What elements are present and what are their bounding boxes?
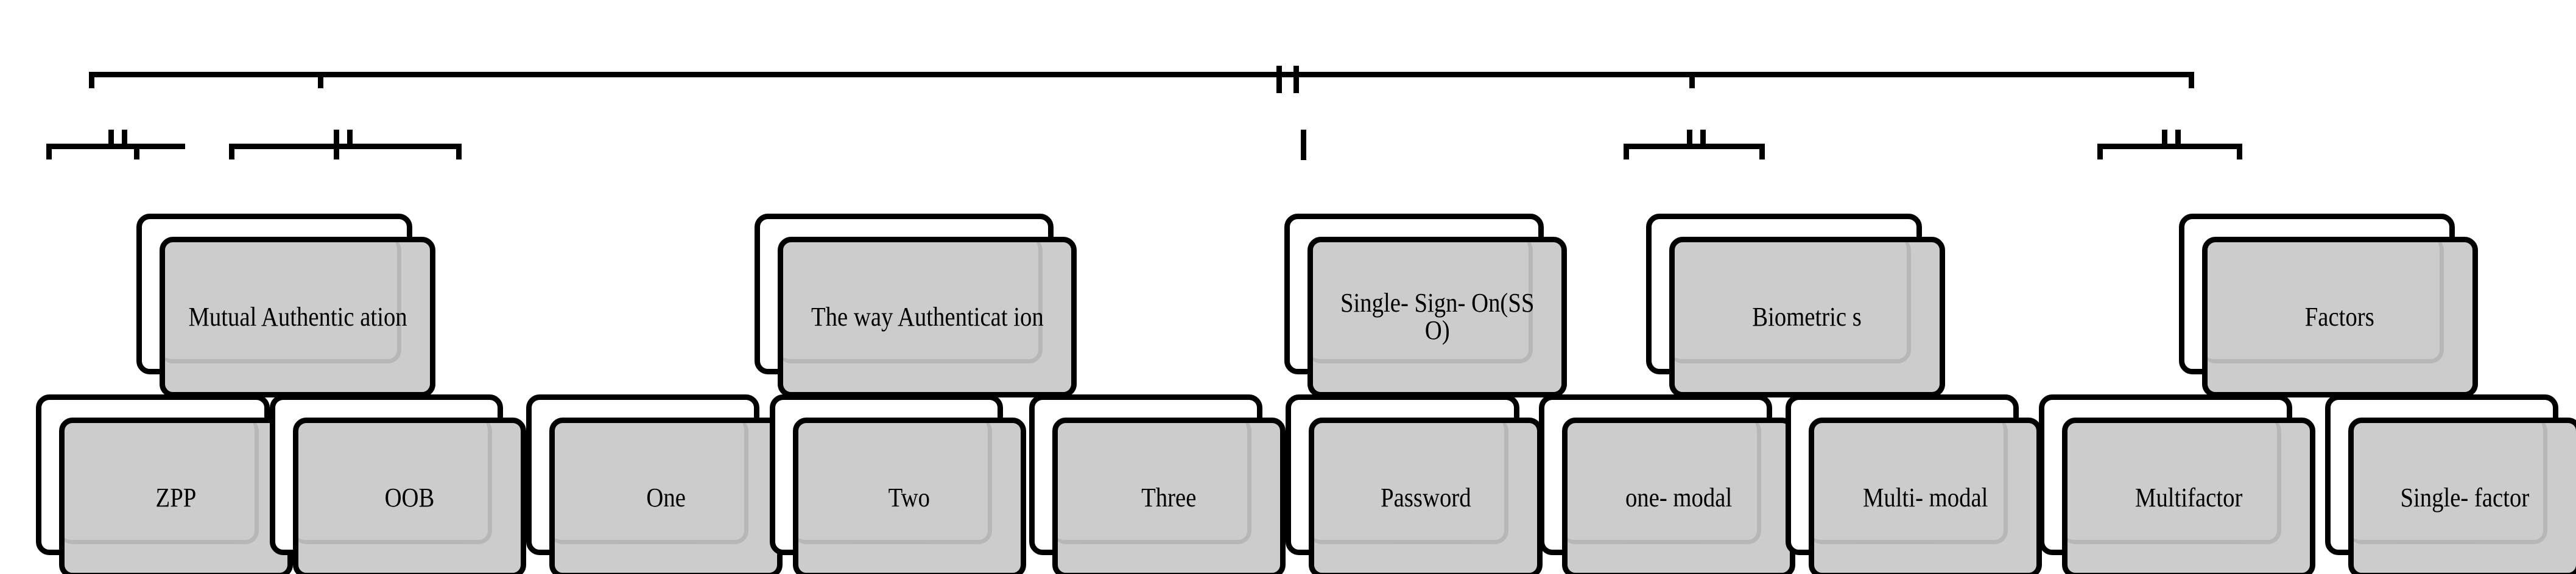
node-label: Factors: [2305, 301, 2375, 332]
node-front-card: OOB: [292, 418, 526, 574]
node-front-card: ZPP: [59, 418, 293, 574]
node-front-card: Multi- modal: [1809, 418, 2043, 574]
node-label: The way Authenticat ion: [811, 301, 1044, 332]
edge-mutual-to-zpp: [46, 144, 52, 159]
edge-theway-to-one: [229, 144, 234, 159]
node-factors[interactable]: Factors: [2178, 214, 2478, 398]
node-single-factor[interactable]: Single- factor: [2324, 394, 2576, 574]
node-front-card: Single- factor: [2348, 418, 2576, 574]
node-front-card: one- modal: [1562, 418, 1796, 574]
node-front-card: Multifactor: [2062, 418, 2315, 574]
node-label: Multifactor: [2134, 482, 2242, 513]
node-front-card: Single- Sign- On(SSO): [1307, 237, 1568, 398]
edge-factors-to-singlefactor: [2237, 144, 2242, 159]
node-front-card: The way Authenticat ion: [778, 237, 1077, 398]
node-label: Single- Sign- On(SSO): [1340, 288, 1535, 346]
node-label: Single- factor: [2400, 482, 2530, 513]
edge-bio-riser-b: [1700, 130, 1706, 147]
node-password[interactable]: Password: [1286, 394, 1543, 574]
node-front-card: Mutual Authentic ation: [160, 237, 436, 398]
node-front-card: Three: [1052, 418, 1286, 574]
edge-bio-to-multimodal: [1759, 144, 1765, 159]
node-label: one- modal: [1625, 482, 1733, 513]
edge-mutual-riser-a: [108, 130, 114, 147]
edge-theway-bus: [229, 144, 462, 149]
node-front-card: Factors: [2201, 237, 2478, 398]
node-label: Two: [889, 482, 931, 513]
node-front-card: One: [549, 418, 783, 574]
node-label: OOB: [384, 482, 435, 513]
edge-bio-bus: [1624, 144, 1765, 149]
node-oob[interactable]: OOB: [269, 394, 526, 574]
edge-mutual-bus: [46, 144, 185, 149]
node-mutual-authentic-ation[interactable]: Mutual Authentic ation: [136, 214, 436, 398]
edge-theway-riser-a: [334, 130, 339, 147]
node-front-card: Biometric s: [1669, 237, 1946, 398]
edge-drop-mutual: [89, 72, 94, 88]
node-label: Password: [1380, 482, 1471, 513]
edge-factors-riser-a: [2162, 130, 2167, 147]
edge-sso-to-password: [1301, 130, 1306, 160]
node-one[interactable]: One: [526, 394, 783, 574]
node-label: ZPP: [155, 482, 197, 513]
node-biometric-s[interactable]: Biometric s: [1645, 214, 1946, 398]
edge-drop-biometrics: [1689, 72, 1695, 88]
node-label: Mutual Authentic ation: [188, 301, 407, 332]
edge-bio-to-onemodal: [1624, 144, 1629, 159]
node-multifactor[interactable]: Multifactor: [2039, 394, 2315, 574]
node-the-way-authenticat-ion[interactable]: The way Authenticat ion: [755, 214, 1077, 398]
edge-drop-factors: [2189, 72, 2194, 88]
edge-drop-sso: [1293, 72, 1299, 88]
edge-factors-bus: [2097, 144, 2242, 149]
edge-theway-riser-b: [347, 130, 353, 147]
edge-factors-to-multifactor: [2097, 144, 2103, 159]
node-multi-modal[interactable]: Multi- modal: [1786, 394, 2043, 574]
node-front-card: Password: [1309, 418, 1543, 574]
edge-main-bus: [89, 72, 2194, 77]
node-front-card: Two: [792, 418, 1026, 574]
edge-root-riser: [1276, 66, 1282, 93]
edge-mutual-riser-b: [122, 130, 127, 147]
node-label: One: [646, 482, 686, 513]
node-label: Multi- modal: [1863, 482, 1988, 513]
node-label: Three: [1141, 482, 1197, 513]
node-three[interactable]: Three: [1029, 394, 1286, 574]
edge-mutual-to-oob: [134, 144, 139, 159]
node-two[interactable]: Two: [769, 394, 1026, 574]
edge-theway-to-three: [456, 144, 462, 159]
node-label: Biometric s: [1752, 301, 1862, 332]
edge-factors-riser-b: [2175, 130, 2181, 147]
node-single-sign-on-sso[interactable]: Single- Sign- On(SSO): [1284, 214, 1568, 398]
node-zpp[interactable]: ZPP: [36, 394, 293, 574]
edge-drop-theway: [318, 72, 323, 88]
node-one-modal[interactable]: one- modal: [1539, 394, 1796, 574]
edge-bio-riser-a: [1687, 130, 1692, 147]
edge-theway-to-two: [334, 144, 339, 159]
